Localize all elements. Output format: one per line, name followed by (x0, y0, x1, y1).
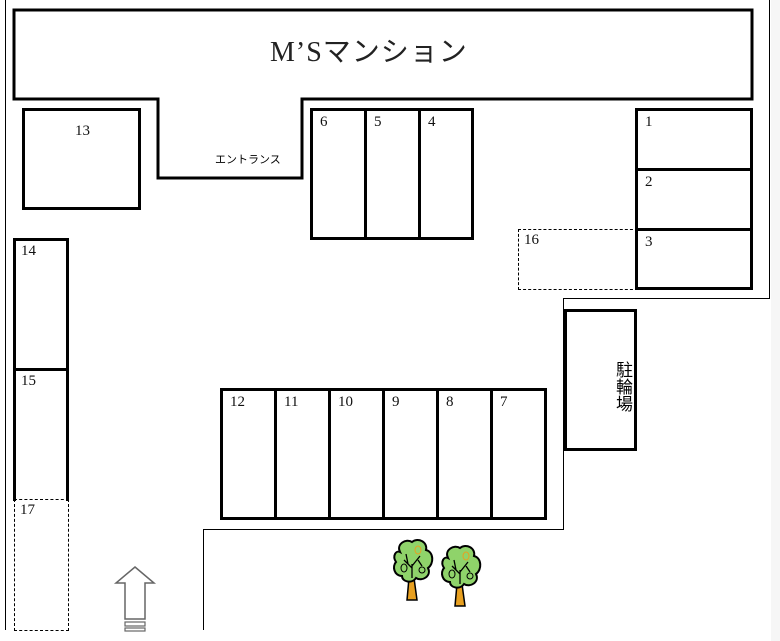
entrance-label: エントランス (215, 153, 281, 166)
site-boundary-right (769, 0, 770, 299)
tree-icon (393, 539, 434, 601)
spot-number: 4 (428, 114, 436, 130)
spot-number: 1 (645, 114, 653, 130)
parking-spot-13[interactable]: 13 (22, 108, 141, 210)
parking-spot-15[interactable]: 15 (13, 368, 69, 501)
parking-spot-9[interactable]: 9 (382, 388, 439, 520)
parking-spot-5[interactable]: 5 (364, 108, 421, 240)
parking-spot-16[interactable]: 16 (518, 229, 638, 290)
spot-number: 16 (524, 232, 539, 248)
parking-spot-6[interactable]: 6 (310, 108, 367, 240)
parking-spot-17[interactable]: 17 (14, 499, 69, 631)
spot-number: 7 (500, 394, 508, 410)
spot-number: 2 (645, 174, 653, 190)
tree-icon (441, 545, 482, 607)
spot-number: 14 (21, 243, 36, 259)
bicycle-parking[interactable]: 駐輪場 (564, 309, 637, 451)
spot-number: 8 (446, 394, 454, 410)
spot-number: 11 (284, 394, 299, 410)
parking-spot-4[interactable]: 4 (418, 108, 474, 240)
parking-spot-7[interactable]: 7 (490, 388, 547, 520)
site-boundary-bottom (203, 529, 564, 530)
parking-spot-14[interactable]: 14 (13, 238, 69, 371)
parking-spot-8[interactable]: 8 (436, 388, 493, 520)
parking-spot-2[interactable]: 2 (635, 168, 753, 231)
parking-spot-1[interactable]: 1 (635, 108, 753, 171)
parking-spot-12[interactable]: 12 (220, 388, 277, 520)
parking-spot-10[interactable]: 10 (328, 388, 385, 520)
parking-spot-3[interactable]: 3 (635, 228, 753, 290)
spot-number: 5 (374, 114, 382, 130)
spot-number: 15 (21, 373, 36, 389)
building-title: M’Sマンション (270, 37, 468, 68)
spot-number: 13 (75, 123, 90, 139)
spot-number: 3 (645, 234, 653, 250)
page-gutter (771, 0, 780, 641)
spot-number: 17 (20, 502, 35, 518)
bicycle-parking-label: 駐輪場 (612, 360, 632, 412)
site-boundary-step-side (563, 298, 564, 530)
spot-number: 12 (230, 394, 245, 410)
spot-number: 10 (338, 394, 353, 410)
spot-number: 6 (320, 114, 328, 130)
spot-number: 9 (392, 394, 400, 410)
up-arrow-icon (113, 566, 157, 632)
site-boundary-lower (203, 529, 204, 630)
site-boundary-step-top (563, 298, 770, 299)
site-boundary-left (5, 0, 6, 630)
parking-spot-11[interactable]: 11 (274, 388, 331, 520)
